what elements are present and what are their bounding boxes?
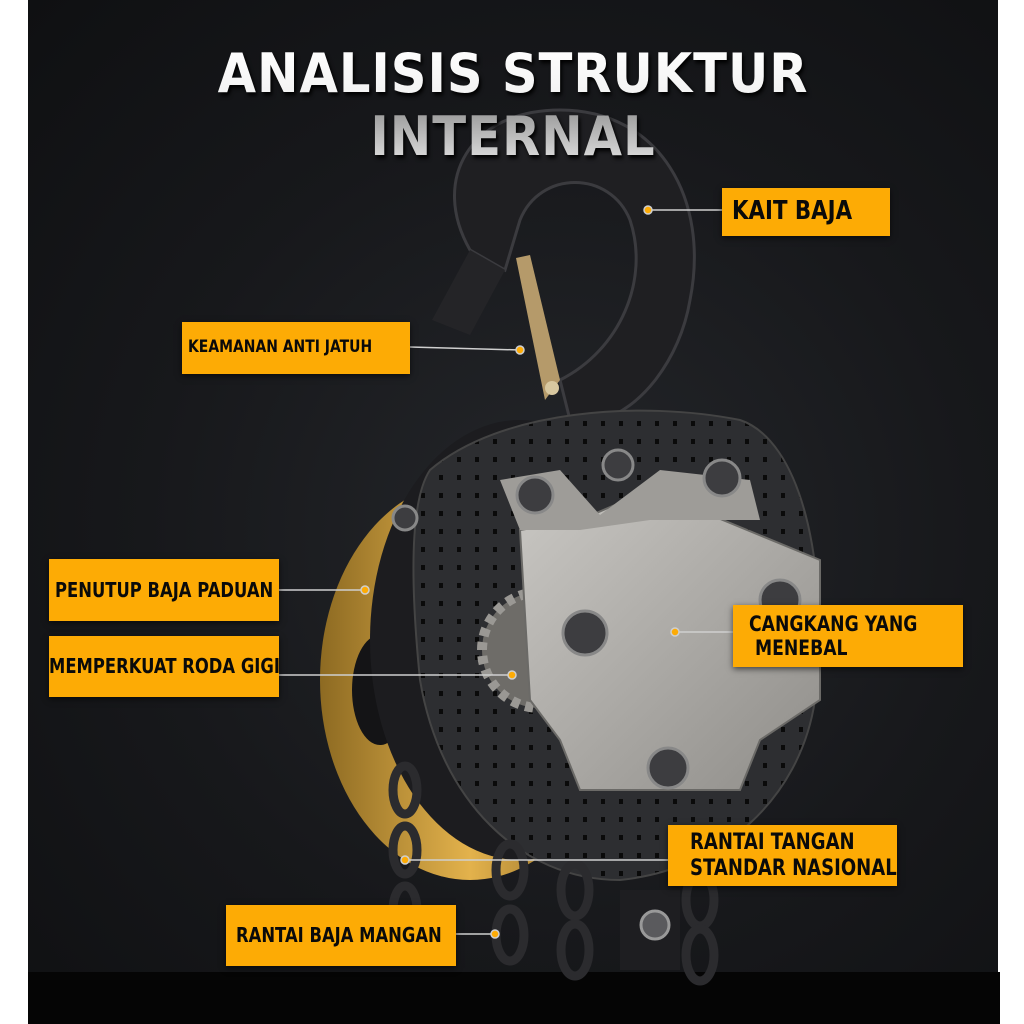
label-text: KAIT BAJA: [732, 196, 853, 227]
label-alloy-cover: PENUTUP BAJA PADUAN: [49, 559, 279, 621]
label-text-line2: MENEBAL: [749, 636, 848, 660]
label-manganese-chain: RANTAI BAJA MANGAN: [226, 905, 456, 966]
label-text-line2: STANDAR NASIONAL: [690, 855, 897, 881]
safety-latch: [516, 255, 560, 400]
leader-lines: [279, 205, 733, 939]
label-text: RANTAI BAJA MANGAN: [236, 923, 442, 947]
page-title: ANALISIS STRUKTUR INTERNAL: [67, 42, 959, 168]
label-text-line1: CANGKANG YANG: [749, 611, 918, 636]
label-steel-hook: KAIT BAJA: [722, 188, 890, 236]
label-anti-fall-safety: KEAMANAN ANTI JATUH: [182, 322, 410, 374]
bottom-band: [28, 972, 1000, 1024]
label-text: MEMPERKUAT RODA GIGI: [49, 654, 280, 678]
label-text: KEAMANAN ANTI JATUH: [188, 337, 373, 358]
label-reinforced-gear: MEMPERKUAT RODA GIGI: [49, 636, 280, 697]
steel-hook: [432, 108, 696, 422]
label-thickened-shell: CANGKANG YANG MENEBAL: [733, 605, 963, 667]
label-text: PENUTUP BAJA PADUAN: [55, 577, 274, 602]
label-text-line1: RANTAI TANGAN: [690, 830, 855, 856]
